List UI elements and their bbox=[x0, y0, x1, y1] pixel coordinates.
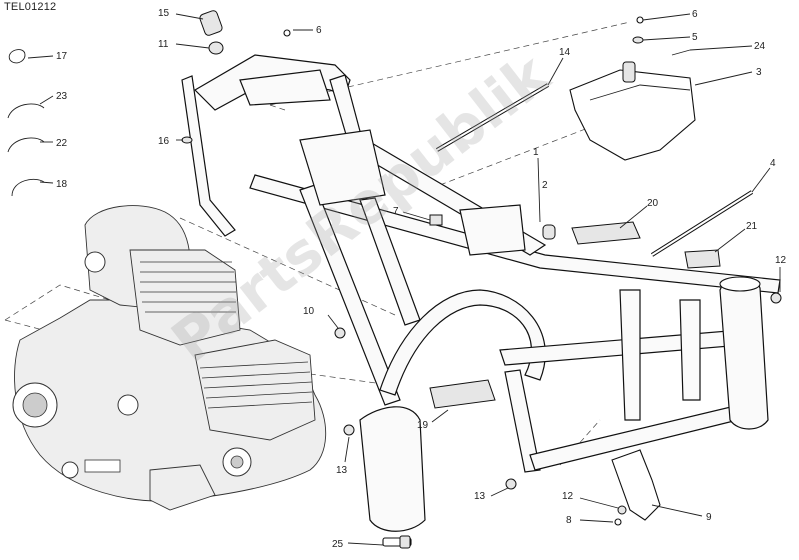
part-labels: 15 11 6 16 17 23 22 18 14 6 5 24 3 4 1 2… bbox=[56, 8, 787, 550]
label-14: 14 bbox=[559, 47, 571, 58]
label-11: 11 bbox=[158, 39, 169, 50]
label-20: 20 bbox=[647, 198, 659, 209]
label-13: 13 bbox=[474, 491, 486, 502]
label-3: 3 bbox=[756, 67, 762, 78]
label-8: 8 bbox=[566, 515, 572, 526]
label-21: 21 bbox=[746, 221, 758, 232]
label-24: 24 bbox=[754, 41, 766, 52]
label-10: 10 bbox=[303, 306, 315, 317]
loose-parts bbox=[7, 10, 782, 549]
diagram-code: TEL01212 bbox=[4, 1, 57, 13]
label-23: 23 bbox=[56, 91, 68, 102]
label-5: 5 bbox=[692, 32, 698, 43]
label-25: 25 bbox=[332, 539, 344, 550]
label-18: 18 bbox=[56, 179, 68, 190]
label-7: 7 bbox=[393, 206, 399, 217]
leader-lines bbox=[27, 13, 781, 546]
label-6: 6 bbox=[692, 9, 698, 20]
label-15: 15 bbox=[158, 8, 170, 19]
label-17: 17 bbox=[56, 51, 68, 62]
label-19: 19 bbox=[417, 420, 429, 431]
label-12: 12 bbox=[562, 491, 574, 502]
label-13: 13 bbox=[336, 465, 348, 476]
frame-illustration bbox=[181, 54, 781, 532]
label-1: 1 bbox=[533, 147, 539, 158]
engine-illustration bbox=[12, 205, 327, 511]
label-6: 6 bbox=[316, 25, 322, 36]
label-22: 22 bbox=[56, 138, 68, 149]
label-16: 16 bbox=[158, 136, 170, 147]
label-9: 9 bbox=[706, 512, 712, 523]
label-12: 12 bbox=[775, 255, 787, 266]
label-4: 4 bbox=[770, 158, 776, 169]
label-2: 2 bbox=[542, 180, 548, 191]
